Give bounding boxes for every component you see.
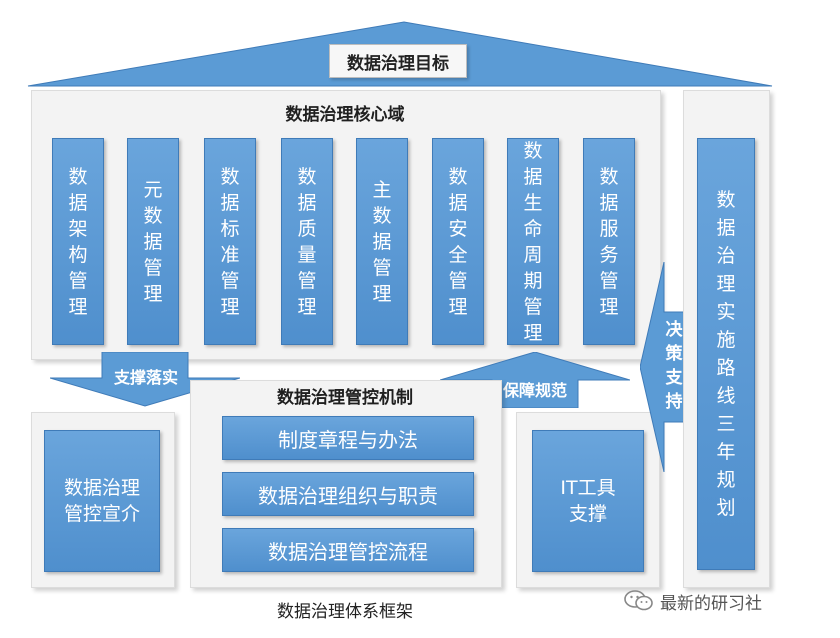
it-box: IT工具支撑 xyxy=(532,430,644,572)
left-box: 数据治理管控宣介 xyxy=(44,430,160,572)
right-column-box: 数据治理实施路线三年规划 xyxy=(697,138,755,570)
watermark: 最新的研习社 xyxy=(624,587,762,615)
decision-label: 决策支持 xyxy=(665,320,683,412)
core-item-data-lifecycle: 数据生命周期管理 xyxy=(507,138,559,345)
core-item-master-data: 主数据管理 xyxy=(356,138,408,345)
control-item-rules: 制度章程与办法 xyxy=(222,416,474,460)
core-item-data-service: 数据服务管理 xyxy=(583,138,635,345)
core-panel xyxy=(31,90,661,360)
wechat-icon xyxy=(624,590,653,611)
guarantee-label: 保障规范 xyxy=(502,381,567,400)
control-item-process: 数据治理管控流程 xyxy=(222,528,474,572)
core-item-data-architecture: 数据架构管理 xyxy=(52,138,104,345)
core-title: 数据治理核心域 xyxy=(285,105,405,125)
core-item-data-quality: 数据质量管理 xyxy=(281,138,333,345)
decision-arrow xyxy=(640,262,690,472)
control-item-organization: 数据治理组织与职责 xyxy=(222,472,474,516)
roof-title: 数据治理目标 xyxy=(347,53,449,74)
caption: 数据治理体系框架 xyxy=(277,602,413,622)
core-item-data-standard: 数据标准管理 xyxy=(204,138,256,345)
core-item-metadata: 元数据管理 xyxy=(127,138,179,345)
core-item-data-security: 数据安全管理 xyxy=(432,138,484,345)
watermark-text: 最新的研习社 xyxy=(660,593,762,614)
control-title: 数据治理管控机制 xyxy=(277,388,413,408)
roof-title-box: 数据治理目标 xyxy=(329,44,467,78)
support-label: 支撑落实 xyxy=(113,368,178,387)
